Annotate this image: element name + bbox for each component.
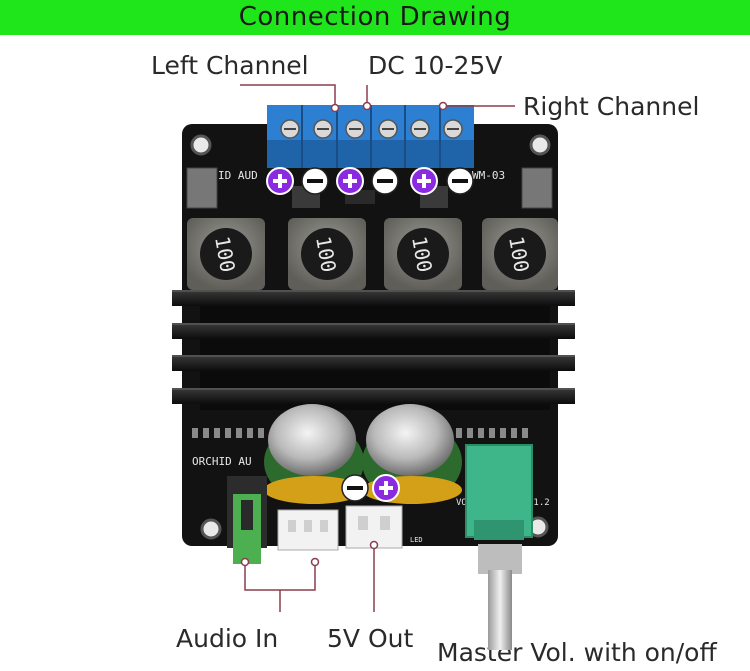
label-5v-out: 5V Out [327,624,414,653]
inductor-1: 100 [187,218,265,290]
five-v-out-polarity [341,474,400,502]
plus-icon [372,474,400,502]
silkscreen-brand-top: ID AUD [218,169,258,182]
inductor-2: 100 [288,218,366,290]
banner-title: Connection Drawing [0,0,750,35]
label-left-channel: Left Channel [151,51,309,80]
minus-icon [371,167,399,195]
label-dc-input: DC 10-25V [368,51,503,80]
audio-input-jack [227,476,267,564]
audio-input-connector [277,509,339,551]
silkscreen-version: V1.2 [528,498,550,508]
label-master-vol: Master Vol. with on/off [437,638,717,667]
plus-icon [410,167,438,195]
master-volume-potentiometer [465,444,533,650]
silkscreen-led: LED [410,536,423,544]
speaker-power-terminal-block [267,105,474,168]
silkscreen-brand-bottom: ORCHID AU [192,455,252,468]
label-right-channel: Right Channel [523,92,700,121]
plus-icon [266,167,294,195]
minus-icon [301,167,329,195]
plus-icon [336,167,364,195]
label-audio-in: Audio In [176,624,279,653]
minus-icon [341,474,369,502]
silkscreen-vol: VOL [456,498,472,508]
inductor-3: 100 [384,218,462,290]
silkscreen-model: WM-03 [472,169,505,182]
speaker-terminal-polarity [266,167,474,195]
minus-icon [446,167,474,195]
callout-dots [240,101,448,567]
capacitor-left [264,404,364,504]
inductor-4: 100 [482,218,558,290]
heatsink [172,290,575,410]
